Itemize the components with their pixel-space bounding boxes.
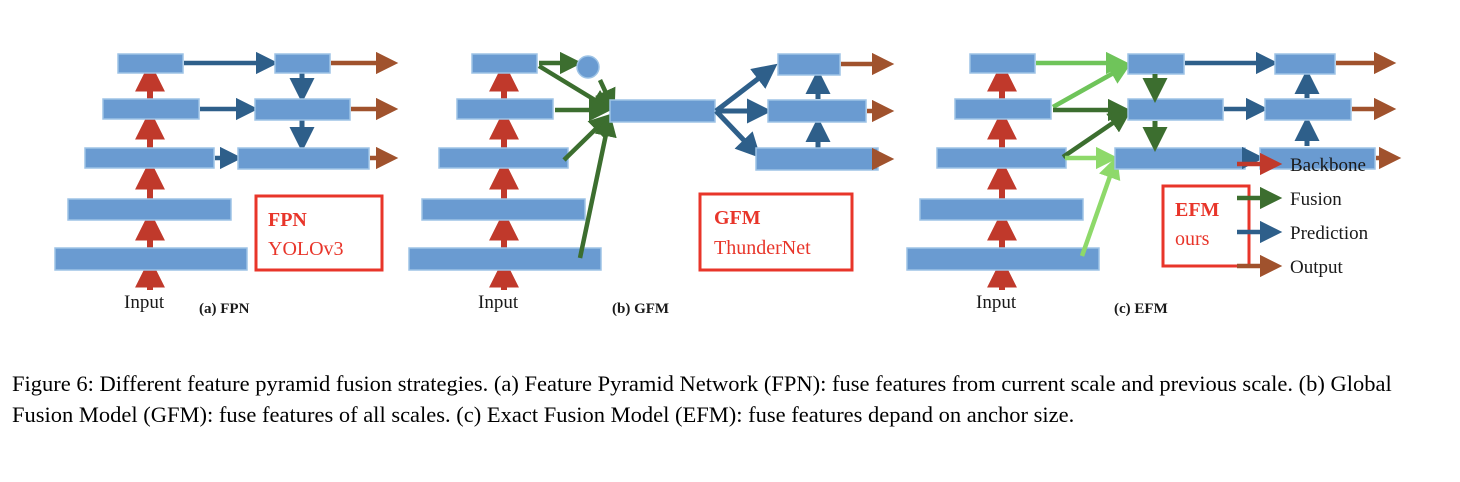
feature-map-box [936,147,1067,169]
feature-map-box [408,247,602,271]
badge-title: EFM [1175,199,1220,221]
feature-map-box [102,98,200,120]
gfm-backbone-boxes [408,53,602,271]
efm-input-label: Input [976,292,1017,313]
feature-map-box [117,53,184,74]
fpn-output-boxes [237,53,370,170]
badge-frame [1161,184,1251,268]
efm-badge: EFM ours [1161,184,1251,268]
efm-panel-caption: (c) EFM [1114,301,1168,317]
fused-map-box [1127,98,1224,121]
fusion-arrow [1079,156,1121,257]
fpn-output-arrows [331,51,399,170]
panel-efm: EFM ours Input (c) EFM [906,51,1402,317]
feature-map-box [421,198,586,221]
legend: Backbone Fusion Prediction Output [1237,152,1369,278]
feature-pyramid-diagram: FPN YOLOv3 Input (a) FPN [54,51,1402,317]
prediction-head-box [755,147,879,171]
fpn-lateral-arrows [184,51,279,170]
badge-title: FPN [268,209,307,231]
efm-fusion-arrows-lighter [1065,146,1121,257]
feature-map-box [54,247,248,271]
feature-map-box [969,53,1036,74]
feature-map-box [438,147,569,169]
gfm-output-boxes [755,53,879,171]
gfm-input-label: Input [478,292,519,313]
prediction-arrow [714,109,761,159]
prediction-head-box [777,53,841,76]
gfm-panel-caption: (b) GFM [612,301,669,317]
feature-map-box [84,147,215,169]
efm-output-boxes [1259,53,1376,170]
global-fused-box [609,99,716,123]
feature-map-box [456,98,554,120]
fpn-panel-caption: (a) FPN [199,301,250,317]
legend-label: Output [1290,257,1344,278]
prediction-head-box [1264,98,1352,121]
feature-map-box [471,53,538,74]
badge-frame [698,192,854,272]
feature-map-box [906,247,1100,271]
fused-map-box [1127,53,1185,75]
fused-map-box [1114,147,1246,170]
legend-item-backbone: Backbone [1237,152,1366,176]
badge-title: GFM [714,207,761,229]
fused-map-box [254,98,351,121]
gfm-fusion-arrows [537,51,617,259]
fusion-arrow [1061,110,1132,159]
legend-label: Prediction [1290,223,1369,244]
badge-subtitle: ThunderNet [714,237,811,259]
efm-lateral-arrows [1185,51,1279,170]
gfm-output-arrows [841,52,895,171]
badge-frame [254,194,384,272]
legend-label: Backbone [1290,155,1366,176]
global-fusion-node-icon [576,55,600,79]
fusion-arrow [577,113,617,259]
prediction-head-box [1274,53,1336,75]
efm-backbone-boxes [906,53,1100,271]
legend-item-fusion: Fusion [1237,186,1342,210]
fpn-backbone-boxes [54,53,248,271]
figure-caption: Figure 6: Different feature pyramid fusi… [12,371,1398,427]
legend-item-output: Output [1237,254,1344,278]
efm-fusion-arrows-light [1036,51,1132,109]
panel-gfm: GFM ThunderNet Input (b) GFM [408,51,895,317]
prediction-head-box [767,99,867,123]
badge-subtitle: ours [1175,228,1210,250]
fused-map-box [274,53,331,74]
feature-map-box [67,198,232,221]
efm-fusion-arrows-mid [1053,98,1132,159]
gfm-badge: GFM ThunderNet [698,192,854,272]
prediction-arrow [714,63,778,113]
efm-fused-boxes [1114,53,1246,170]
badge-subtitle: YOLOv3 [268,238,344,260]
feature-map-box [954,98,1052,120]
fused-map-box [237,147,370,170]
legend-item-prediction: Prediction [1237,220,1369,244]
fpn-input-label: Input [124,292,165,313]
fpn-badge: FPN YOLOv3 [254,194,384,272]
panel-fpn: FPN YOLOv3 Input (a) FPN [54,51,399,317]
feature-map-box [919,198,1084,221]
legend-label: Fusion [1290,189,1342,210]
fusion-arrow [1051,62,1132,109]
gfm-prediction-arrows [714,63,831,159]
efm-output-arrows [1336,51,1402,170]
